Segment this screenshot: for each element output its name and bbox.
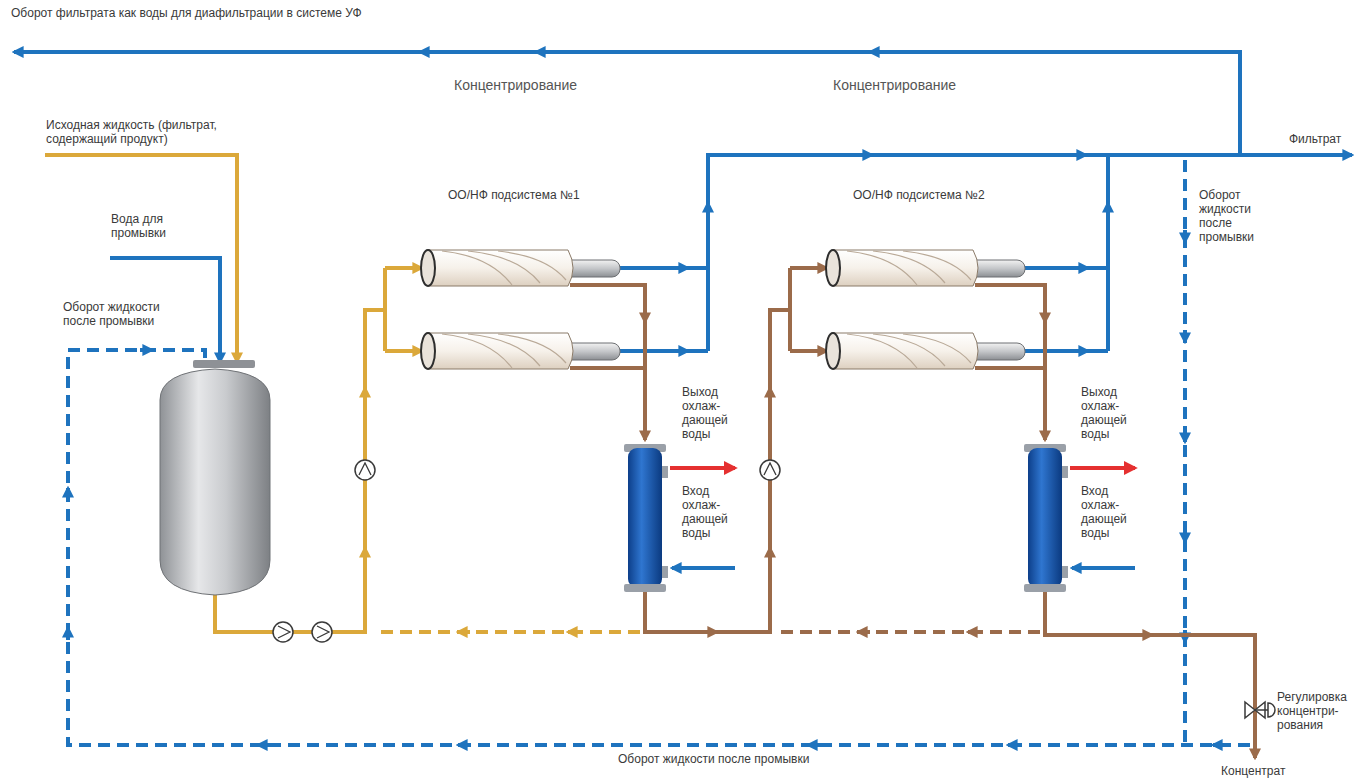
flow-label: Оборот фильтрата как воды для диафильтра… <box>10 6 363 20</box>
wash-recirculation-line <box>68 160 1250 745</box>
flow-label: Концентрат <box>1220 764 1286 778</box>
flow-label: Концентрирование <box>453 77 578 94</box>
flow-label: Оборот жидкости после промывки <box>62 300 184 328</box>
heat-exchangers <box>624 444 1068 592</box>
flow-label: Фильтрат <box>1288 132 1342 146</box>
flow-label: Оборот жидкости после промывки <box>617 752 810 766</box>
filtrate-lines <box>14 52 1352 362</box>
membrane-modules <box>421 250 1025 369</box>
control-valve <box>1245 702 1275 718</box>
flow-label: ОО/НФ подсистема №1 <box>447 188 581 202</box>
flow-label: Исходная жидкость (фильтрат, содержащий … <box>45 118 237 146</box>
flow-label: ОО/НФ подсистема №2 <box>852 188 986 202</box>
flow-label: Регулировка концентри- рования <box>1276 690 1348 732</box>
feed-tank <box>160 360 270 595</box>
flow-label: Оборот жидкости после промывки <box>1198 188 1255 244</box>
flow-label: Выход охлаж- дающей воды <box>1080 385 1128 441</box>
flow-label: Вход охлаж- дающей воды <box>681 484 729 540</box>
concentrate-line <box>570 268 1255 758</box>
flow-label: Концентрирование <box>832 77 957 94</box>
flow-label: Вход охлаж- дающей воды <box>1080 484 1128 540</box>
feed-line <box>45 155 640 632</box>
flow-label: Вода для промывки <box>110 212 184 240</box>
pumps <box>273 460 780 642</box>
cooling-water-lines <box>670 468 1135 568</box>
flow-label: Выход охлаж- дающей воды <box>681 385 729 441</box>
